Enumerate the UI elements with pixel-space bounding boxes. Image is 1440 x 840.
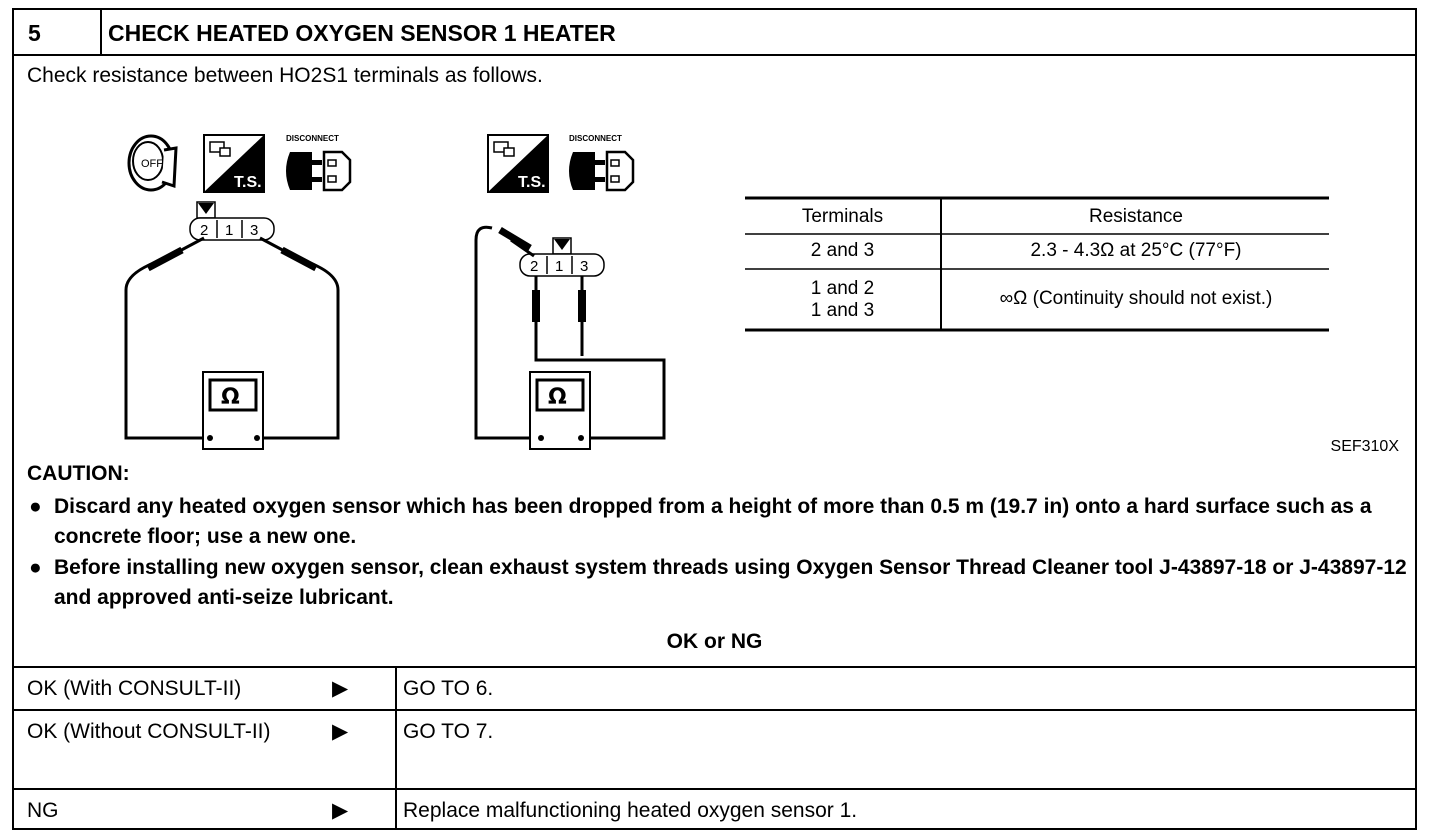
step-header: 5 CHECK HEATED OXYGEN SENSOR 1 HEATER	[14, 10, 1415, 56]
terminals-cell: 1 and 2 1 and 3	[745, 278, 940, 322]
probe-lead	[498, 226, 532, 252]
svg-text:T.S.: T.S.	[518, 174, 546, 191]
step-number: 5	[14, 10, 102, 54]
arrow-right-icon: ▶	[332, 720, 349, 743]
bullet-icon: ●	[29, 495, 42, 518]
test-sheet-icon: T.S.	[487, 134, 549, 193]
terminals-line: 1 and 2	[810, 278, 875, 299]
result-row: OK (With CONSULT-II) ▶ GO TO 6.	[14, 666, 1415, 709]
probe-lead	[280, 246, 318, 272]
result-condition: OK (With CONSULT-II)	[27, 677, 242, 700]
step-instruction: Check resistance between HO2S1 terminals…	[27, 64, 543, 87]
terminals-line: 1 and 3	[810, 300, 875, 321]
arrow-right-icon: ▶	[332, 799, 349, 822]
arrow-right-icon: ▶	[332, 677, 349, 700]
result-row: OK (Without CONSULT-II) ▶ GO TO 7.	[14, 709, 1415, 788]
ignition-off-icon: OFF	[127, 134, 178, 192]
svg-text:3: 3	[250, 222, 258, 239]
svg-text:2: 2	[200, 222, 208, 239]
svg-text:Ω: Ω	[221, 385, 240, 410]
caution-text: Before installing new oxygen sensor, cle…	[54, 556, 1407, 609]
svg-text:2: 2	[530, 258, 538, 275]
connector-left: 2 1 3	[189, 201, 275, 241]
resistance-spec-table: Terminals Resistance 2 and 3 2.3 - 4.3Ω …	[745, 196, 1329, 332]
svg-text:1: 1	[225, 222, 233, 239]
result-condition: NG	[27, 799, 59, 822]
terminals-cell: 2 and 3	[810, 240, 875, 261]
connector-right: 2 1 3	[519, 237, 605, 277]
step-title: CHECK HEATED OXYGEN SENSOR 1 HEATER	[108, 20, 616, 46]
caution-item: ● Discard any heated oxygen sensor which…	[27, 492, 1412, 552]
svg-text:1: 1	[555, 258, 563, 275]
bullet-icon: ●	[29, 556, 42, 579]
resistance-cell: ∞Ω (Continuity should not exist.)	[999, 288, 1273, 309]
ohmmeter: Ω	[202, 371, 264, 450]
column-header-terminals: Terminals	[801, 206, 884, 227]
ok-ng-label: OK or NG	[666, 630, 763, 653]
caution-item: ● Before installing new oxygen sensor, c…	[27, 553, 1412, 613]
svg-text:T.S.: T.S.	[234, 174, 262, 191]
result-action: GO TO 7.	[395, 711, 493, 788]
ohmmeter: Ω	[529, 371, 591, 450]
probe-lead	[146, 246, 184, 272]
svg-text:DISCONNECT: DISCONNECT	[569, 134, 622, 143]
procedure-step: 5 CHECK HEATED OXYGEN SENSOR 1 HEATER Ch…	[12, 8, 1417, 830]
svg-text:Ω: Ω	[548, 385, 567, 410]
disconnect-connector-icon: DISCONNECT	[569, 134, 635, 192]
table-rules	[745, 196, 1329, 332]
test-sheet-icon: T.S.	[203, 134, 265, 193]
svg-text:OFF: OFF	[141, 158, 163, 170]
result-row: NG ▶ Replace malfunctioning heated oxyge…	[14, 788, 1415, 830]
svg-text:3: 3	[580, 258, 588, 275]
svg-text:DISCONNECT: DISCONNECT	[286, 134, 339, 143]
result-action: Replace malfunctioning heated oxygen sen…	[395, 790, 857, 830]
caution-text: Discard any heated oxygen sensor which h…	[54, 495, 1372, 548]
result-action: GO TO 6.	[395, 668, 493, 709]
result-condition: OK (Without CONSULT-II)	[27, 720, 271, 743]
resistance-cell: 2.3 - 4.3Ω at 25°C (77°F)	[1030, 240, 1242, 261]
column-header-resistance: Resistance	[1089, 206, 1183, 227]
caution-heading: CAUTION:	[27, 462, 130, 485]
disconnect-connector-icon: DISCONNECT	[286, 134, 352, 192]
figure-id: SEF310X	[1330, 438, 1399, 455]
resistance-check-diagram: OFF T.S. DISCONNECT T.S. DISCONN	[124, 134, 666, 450]
